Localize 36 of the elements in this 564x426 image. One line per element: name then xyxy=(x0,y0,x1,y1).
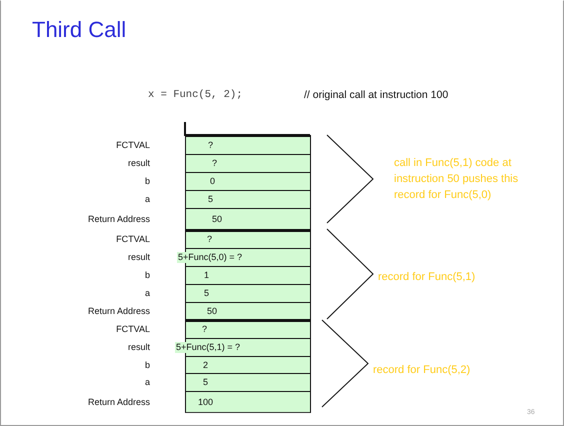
field-name: FCTVAL xyxy=(116,140,150,150)
field-name: Return Address xyxy=(88,397,150,408)
field-value: 50 xyxy=(206,306,218,317)
field-name: b xyxy=(144,176,150,187)
field-name: FCTVAL xyxy=(116,234,150,245)
field-value: 2 xyxy=(202,360,210,370)
field-value: 50 xyxy=(211,214,224,225)
record-note: record for Func(5,1) xyxy=(378,270,476,285)
field-name: FCTVAL xyxy=(116,324,150,335)
field-name: result xyxy=(128,158,150,169)
field-value: 5 xyxy=(202,377,210,388)
field-value: 5+Func(5,0) = ? xyxy=(177,252,244,263)
field-name: Return Address xyxy=(88,214,150,225)
field-name: a xyxy=(144,288,150,299)
code-comment: // original call at instruction 100 xyxy=(304,89,448,101)
record-note: record for Func(5,2) xyxy=(373,363,472,378)
field-name: result xyxy=(128,252,150,263)
field-value: ? xyxy=(207,140,214,150)
field-name: a xyxy=(144,377,150,388)
field-value: 5 xyxy=(203,288,210,299)
field-name: a xyxy=(144,194,150,205)
field-name: b xyxy=(144,360,150,370)
field-name: b xyxy=(144,270,150,281)
field-name: result xyxy=(128,342,150,353)
field-value: 5 xyxy=(207,194,214,205)
field-value: 0 xyxy=(209,176,216,187)
field-name: Return Address xyxy=(88,306,150,317)
field-value: ? xyxy=(211,158,218,169)
record-note: call in Func(5,1) code at instruction 50 pushes this record for Func(5,0) xyxy=(394,156,519,203)
field-value: 5+Func(5,1) = ? xyxy=(175,342,242,353)
field-value: 1 xyxy=(203,270,210,281)
field-value: ? xyxy=(201,324,208,335)
field-value: 100 xyxy=(197,397,214,408)
slide-title: Third Call xyxy=(32,17,126,43)
code-line: x = Func(5, 2); xyxy=(148,89,243,101)
field-value: ? xyxy=(206,234,214,245)
